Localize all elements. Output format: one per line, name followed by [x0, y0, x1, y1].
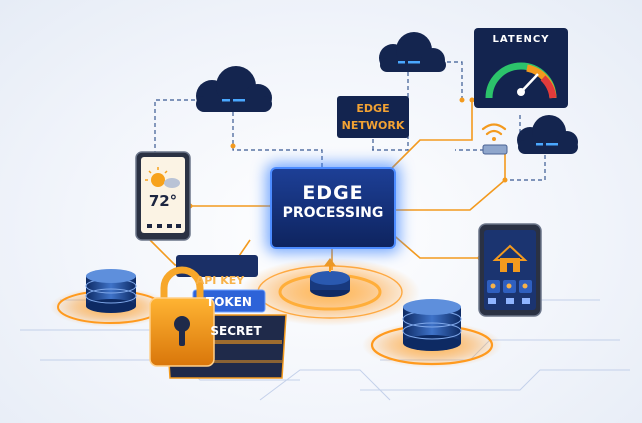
cloud-icon	[517, 115, 578, 154]
edge-processing-title-line2: PROCESSING	[282, 205, 384, 221]
database-icon	[85, 269, 137, 313]
gauge-needle	[520, 73, 539, 93]
latency-label: LATENCY	[492, 34, 550, 45]
padlock-icon	[149, 266, 215, 367]
secret-label: SECRET	[210, 324, 262, 338]
thermostat-temperature: 72°	[148, 192, 178, 210]
edge-network-line1: EDGE	[356, 102, 390, 115]
edge-network-line2: NETWORK	[341, 119, 405, 132]
database-icon	[402, 299, 462, 351]
wifi-icon	[481, 123, 507, 136]
cloud-icon	[379, 32, 446, 72]
sun-icon	[151, 173, 165, 187]
api-key-label: API KEY	[195, 274, 245, 287]
edge-processing-title-line1: EDGE	[302, 182, 364, 204]
edge-network-box	[337, 96, 409, 138]
edge-processing-panel	[270, 167, 396, 249]
cloud-icon	[196, 66, 272, 112]
router-icon	[482, 144, 508, 155]
token-label: TOKEN	[206, 295, 252, 309]
